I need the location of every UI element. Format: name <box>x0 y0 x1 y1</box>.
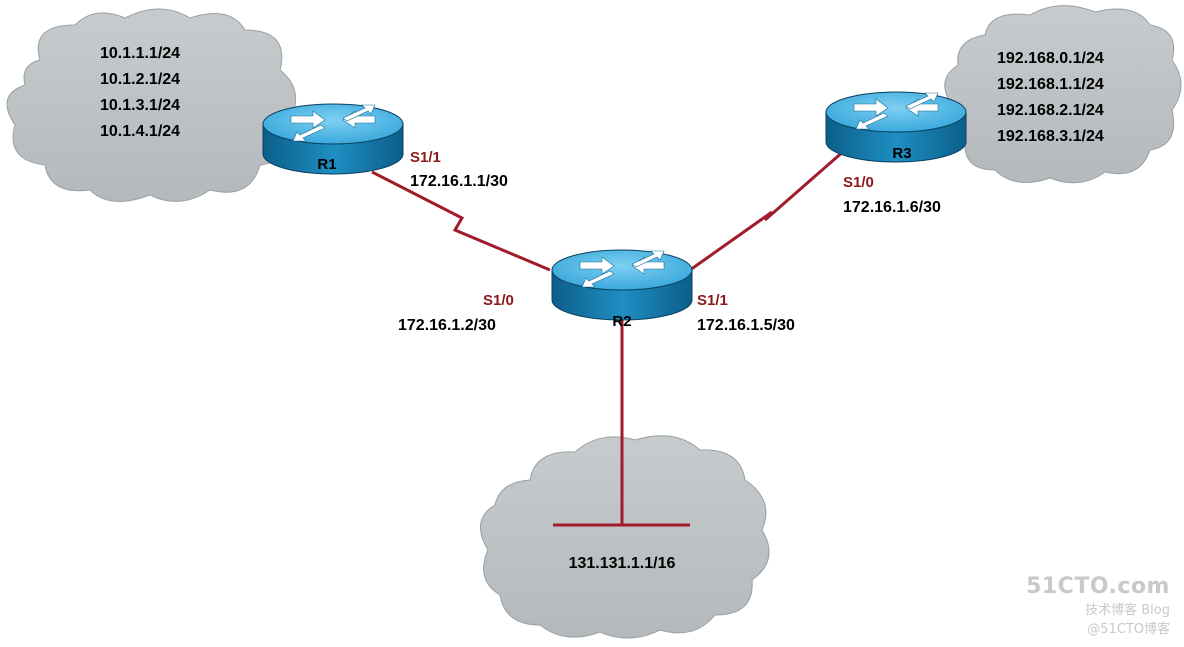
watermark: 51CTO.com 技术博客 Blog @51CTO博客 <box>1026 574 1170 637</box>
watermark-sub: 技术博客 Blog <box>1085 603 1170 618</box>
watermark-main: 51CTO.com <box>1026 574 1170 599</box>
r1-interface-name: S1/1 <box>410 149 441 166</box>
r1-lan-network-4: 10.1.4.1/24 <box>100 123 180 140</box>
r2-right-interface-name: S1/1 <box>697 292 728 309</box>
router-r1-name: R1 <box>317 156 336 173</box>
ethernet-link-r2-lan <box>553 315 690 527</box>
r3-lan-network-2: 192.168.1.1/24 <box>997 76 1104 93</box>
cloud-r2-lan <box>480 435 770 639</box>
serial-link-r1-r2 <box>371 170 551 272</box>
r2-right-interface-ip: 172.16.1.5/30 <box>697 317 795 334</box>
router-r2-name: R2 <box>612 313 631 330</box>
r2-left-interface-name: S1/0 <box>483 292 514 309</box>
watermark-sub2: @51CTO博客 <box>1087 622 1170 637</box>
r3-interface-name: S1/0 <box>843 174 874 191</box>
r1-lan-network-2: 10.1.2.1/24 <box>100 71 180 88</box>
r1-lan-network-1: 10.1.1.1/24 <box>100 45 180 62</box>
r2-left-interface-ip: 172.16.1.2/30 <box>398 317 496 334</box>
cloud-r1-lan <box>6 8 297 202</box>
r2-lan-network: 131.131.1.1/16 <box>569 555 676 572</box>
router-r3-name: R3 <box>892 145 911 162</box>
router-r2[interactable] <box>551 249 693 321</box>
r3-lan-network-4: 192.168.3.1/24 <box>997 128 1104 145</box>
r1-lan-network-3: 10.1.3.1/24 <box>100 97 180 114</box>
serial-link-r2-r3 <box>689 148 846 272</box>
r3-lan-network-1: 192.168.0.1/24 <box>997 50 1104 67</box>
r3-lan-network-3: 192.168.2.1/24 <box>997 102 1104 119</box>
r1-interface-ip: 172.16.1.1/30 <box>410 173 508 190</box>
r3-interface-ip: 172.16.1.6/30 <box>843 199 941 216</box>
cloud-r3-lan <box>944 5 1182 184</box>
